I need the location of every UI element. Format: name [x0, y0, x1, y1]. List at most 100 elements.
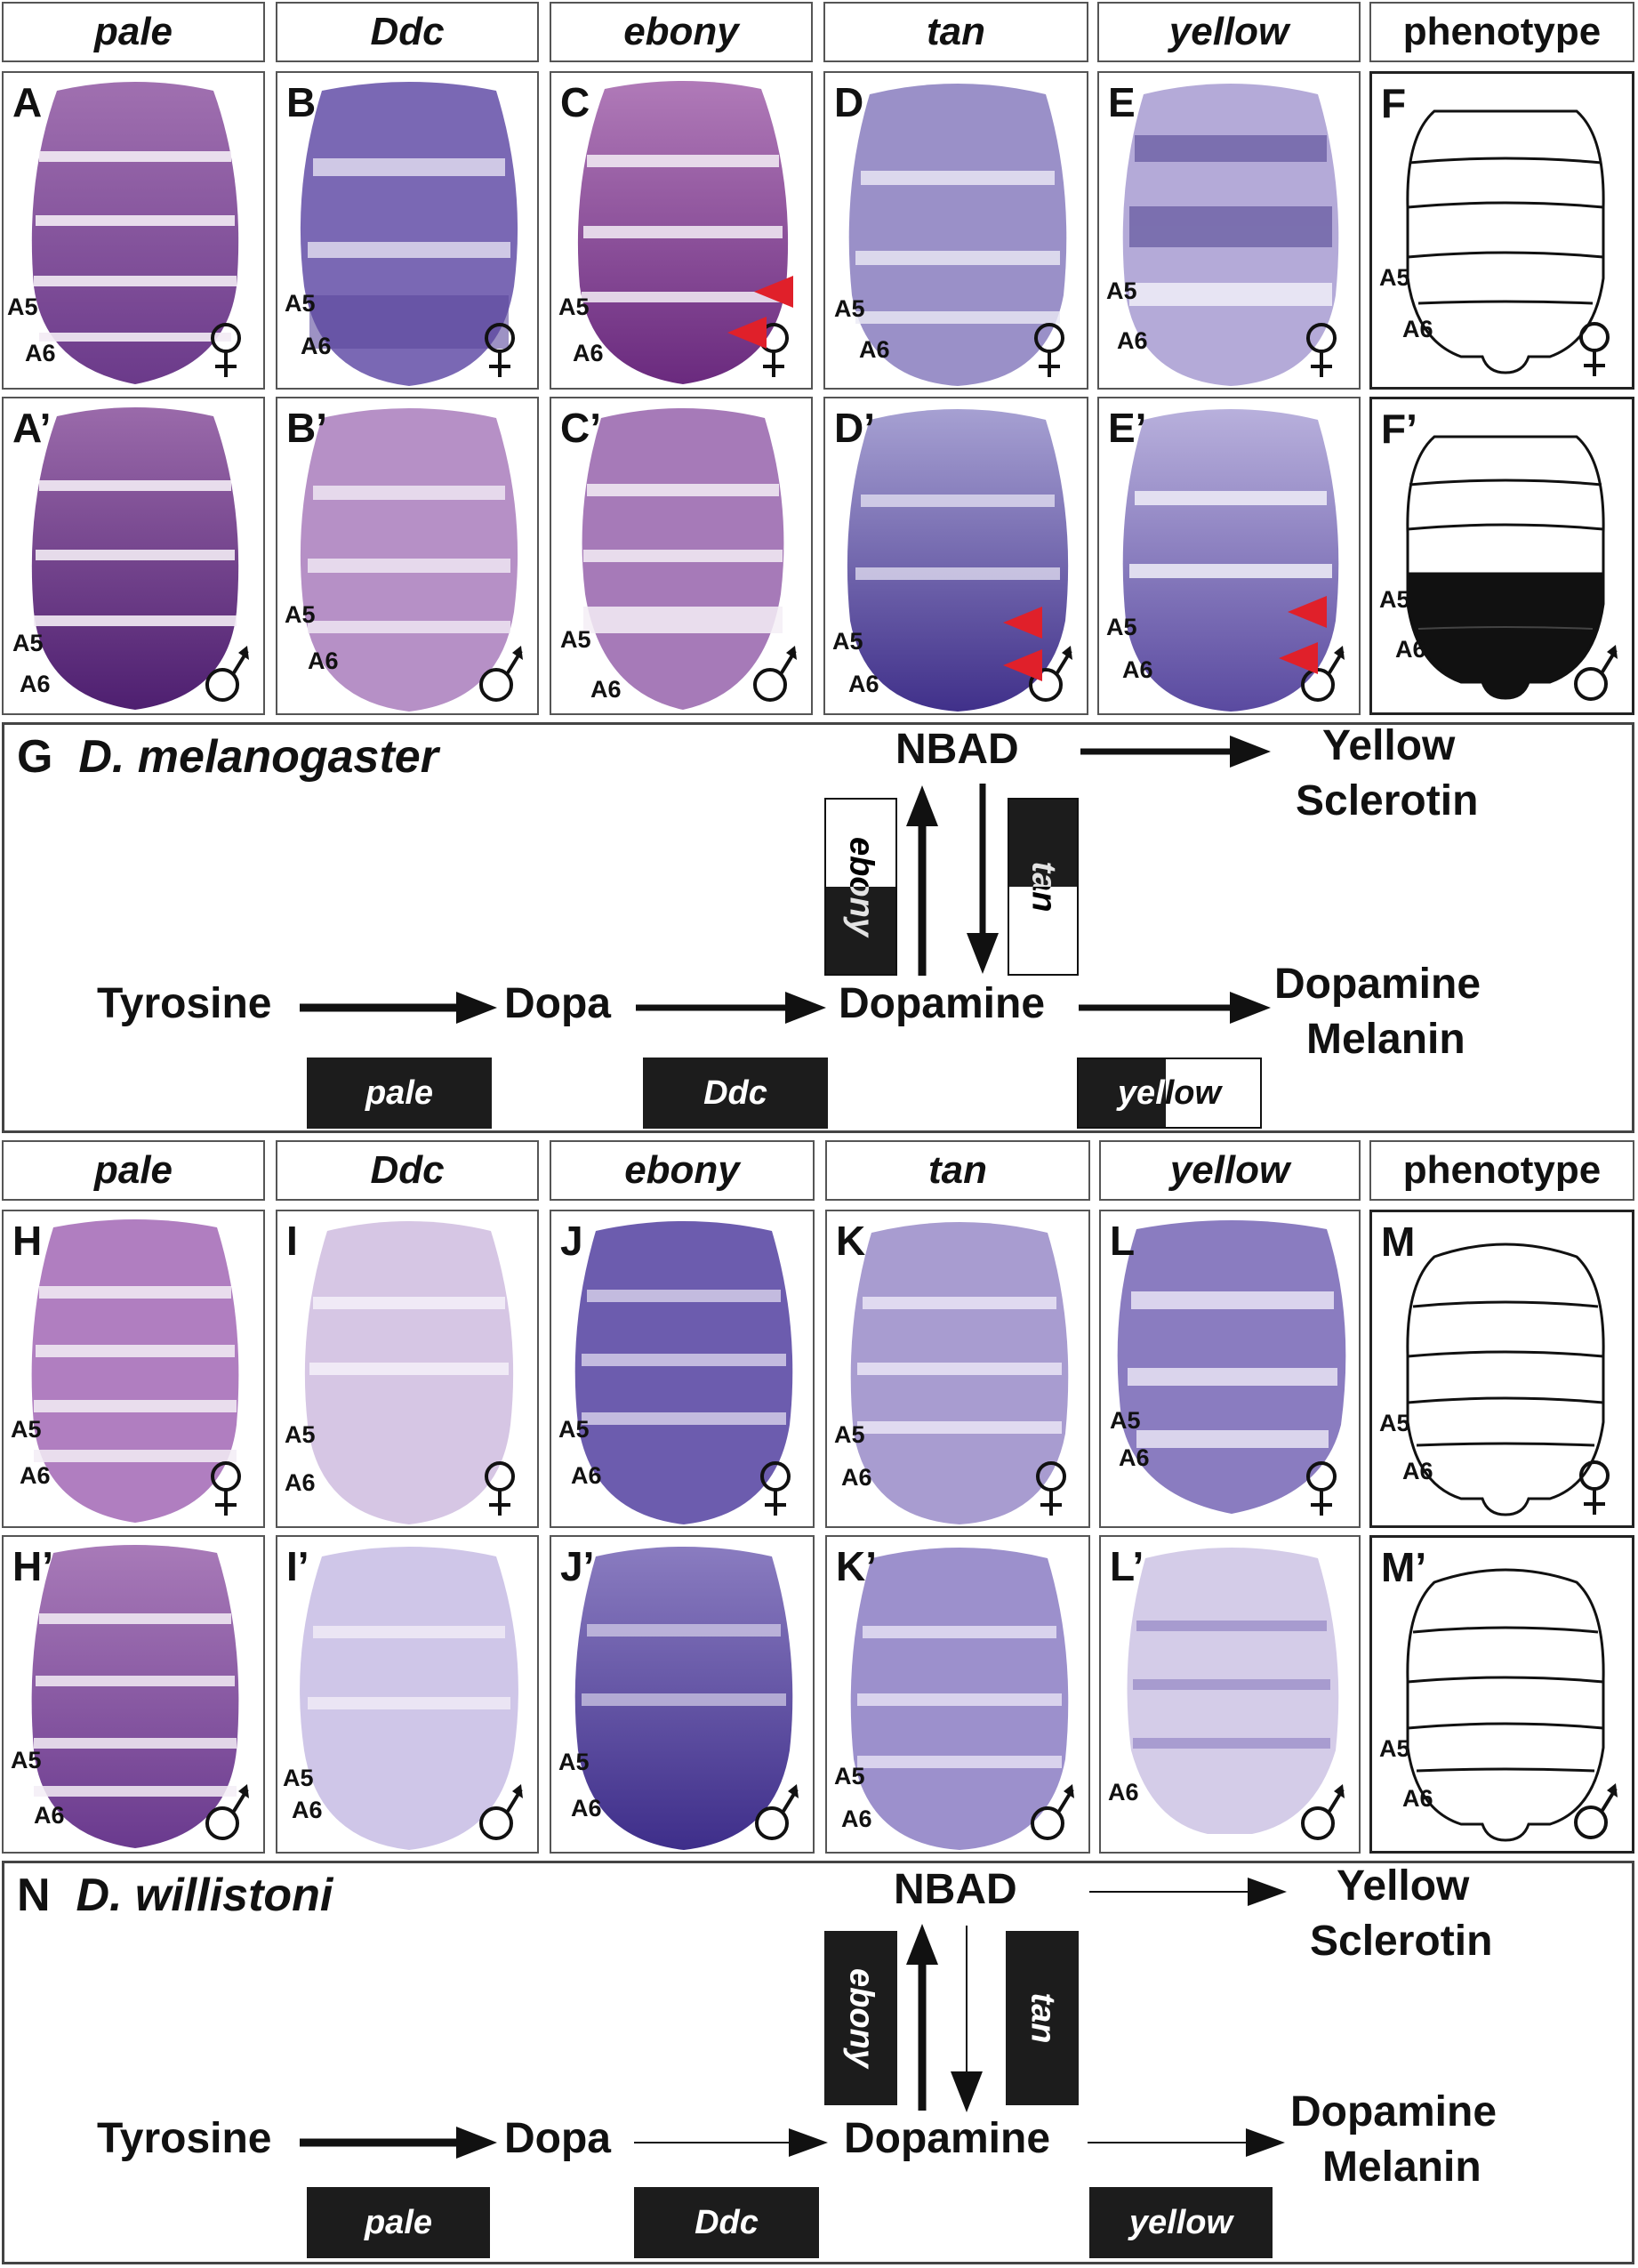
species-name: D. melanogaster [78, 731, 438, 783]
arrow-dopamine-nbad-head [906, 1924, 938, 1965]
male-symbol-icon [1574, 645, 1618, 701]
segment-label-a6: A6 [1119, 1444, 1150, 1471]
panel-k: K A5 A6 [825, 1210, 1090, 1528]
male-symbol-icon [1031, 1784, 1074, 1840]
node-nbad: NBAD [894, 1866, 1017, 1913]
male-symbol-icon [205, 1784, 249, 1840]
panel-a: A A5 A6 [2, 71, 265, 390]
panel-label: B [286, 79, 317, 125]
segment-label-a5: A5 [1110, 1407, 1141, 1434]
col-header-phenotype: phenotype [1369, 1140, 1634, 1201]
male-symbol-icon [755, 1784, 799, 1840]
abdomen-stain-image [582, 408, 784, 710]
panel-e: E A5 A6 [1097, 71, 1361, 390]
col-header-label: yellow [1168, 10, 1289, 53]
segment-label-a6: A6 [1402, 316, 1433, 342]
node-yellow-sclerotin-line1: Yellow [1337, 1862, 1470, 1910]
segment-label-a6: A6 [590, 676, 622, 703]
segment-label-a6: A6 [25, 340, 56, 366]
segment-label-a6: A6 [292, 1797, 323, 1823]
segment-label-a6: A6 [1108, 1779, 1139, 1806]
col-header-label: phenotype [1402, 10, 1602, 53]
segment-label-a6: A6 [1402, 1785, 1433, 1812]
abdomen-stain-image [304, 1221, 514, 1524]
abdomen-stain-image [848, 84, 1067, 386]
panel-i: I A5 A6 [276, 1210, 539, 1528]
panel-label: J [560, 1218, 583, 1264]
panel-label: G [17, 731, 53, 783]
panel-label: J’ [560, 1543, 595, 1589]
segment-label-a6: A6 [285, 1469, 316, 1496]
panel-m-prime: M’ A5 A6 [1369, 1535, 1634, 1854]
segment-label-a5: A5 [11, 1747, 42, 1773]
node-dopamine-melanin-line2: Melanin [1322, 2143, 1481, 2191]
red-arrowhead-icon [1288, 596, 1327, 628]
arrow-tyrosine-dopa-head [456, 2127, 497, 2159]
phenotype-abdomen-diagram [1406, 1568, 1605, 1842]
col-header-tan: tan [825, 1140, 1090, 1201]
col-header-label: ebony [624, 1148, 740, 1192]
panel-b-prime: B’ A5 A6 [276, 397, 539, 715]
phenotype-abdomen-diagram [1406, 435, 1605, 700]
panel-label: C [560, 79, 590, 125]
segment-label-a5: A5 [834, 1421, 865, 1448]
node-tyrosine: Tyrosine [97, 980, 272, 1027]
female-symbol-icon [1034, 323, 1064, 377]
arrow-nbad-sclerotin-head [1248, 1878, 1287, 1906]
panel-label: C’ [560, 405, 601, 451]
panel-h: H A5 A6 [2, 1210, 265, 1528]
segment-label-a5: A5 [283, 1765, 314, 1791]
pathway-arrows [300, 1878, 1287, 2159]
abdomen-stain-image [574, 1547, 793, 1850]
segment-label-a6: A6 [859, 336, 890, 363]
segment-label-a5: A5 [1379, 264, 1410, 291]
panel-f-prime: F’ A5 A6 [1369, 397, 1634, 715]
male-symbol-icon [205, 646, 249, 702]
col-header-ddc: Ddc [276, 2, 539, 62]
pathway-title: N D. willistoni [17, 1869, 333, 1922]
panel-b: B A5 A6 [276, 71, 539, 390]
panel-label: D’ [834, 405, 875, 451]
female-symbol-icon [485, 1461, 515, 1516]
gene-label-part: yel [1117, 1074, 1165, 1112]
segment-label-a5: A5 [834, 295, 865, 322]
node-yellow-sclerotin-line2: Sclerotin [1296, 777, 1479, 824]
abdomen-stain-image [850, 1548, 1069, 1850]
abdomen-stain-image [1127, 1548, 1339, 1834]
gene-label: ebony [842, 837, 880, 937]
male-symbol-icon [1574, 1783, 1618, 1839]
segment-label-a5: A5 [7, 294, 38, 320]
node-dopa: Dopa [504, 2115, 611, 2162]
phenotype-abdomen-diagram [1406, 1243, 1605, 1516]
node-yellow-sclerotin-line2: Sclerotin [1310, 1918, 1493, 1965]
gene-label-part: low [1164, 1074, 1222, 1112]
panel-label: E [1108, 79, 1136, 125]
arrow-dopamine-melanin-head [1246, 2128, 1285, 2157]
panel-label: A [12, 79, 43, 125]
abdomen-stain-image [1122, 84, 1339, 386]
node-dopamine-melanin-line1: Dopamine [1290, 2088, 1497, 2135]
pathway-arrows [300, 736, 1271, 1024]
gene-pale: pale [307, 2187, 490, 2258]
panel-label: F [1381, 80, 1407, 126]
segment-label-a6: A6 [20, 671, 51, 697]
panel-c-prime: C’ A5 A6 [550, 397, 813, 715]
segment-label-a6: A6 [308, 647, 339, 674]
col-header-label: tan [928, 1148, 987, 1192]
segment-label-a6: A6 [841, 1464, 872, 1491]
col-header-label: Ddc [370, 10, 445, 53]
red-arrowhead-icon [1003, 649, 1042, 681]
panel-label: E’ [1108, 405, 1147, 451]
abdomen-stain-image [847, 409, 1069, 712]
segment-label-a6: A6 [1122, 656, 1153, 683]
panel-label: F’ [1381, 406, 1417, 452]
col-header-pale: pale [2, 1140, 265, 1201]
segment-label-a5: A5 [558, 294, 590, 320]
segment-label-a5: A5 [834, 1763, 865, 1789]
panel-m: M A5 A6 [1369, 1210, 1634, 1528]
col-header-label: phenotype [1402, 1148, 1602, 1192]
col-header-yellow: yellow [1099, 1140, 1361, 1201]
segment-label-a5: A5 [12, 630, 44, 656]
female-symbol-icon [485, 323, 515, 377]
gene-label: tan [1024, 1992, 1062, 2044]
